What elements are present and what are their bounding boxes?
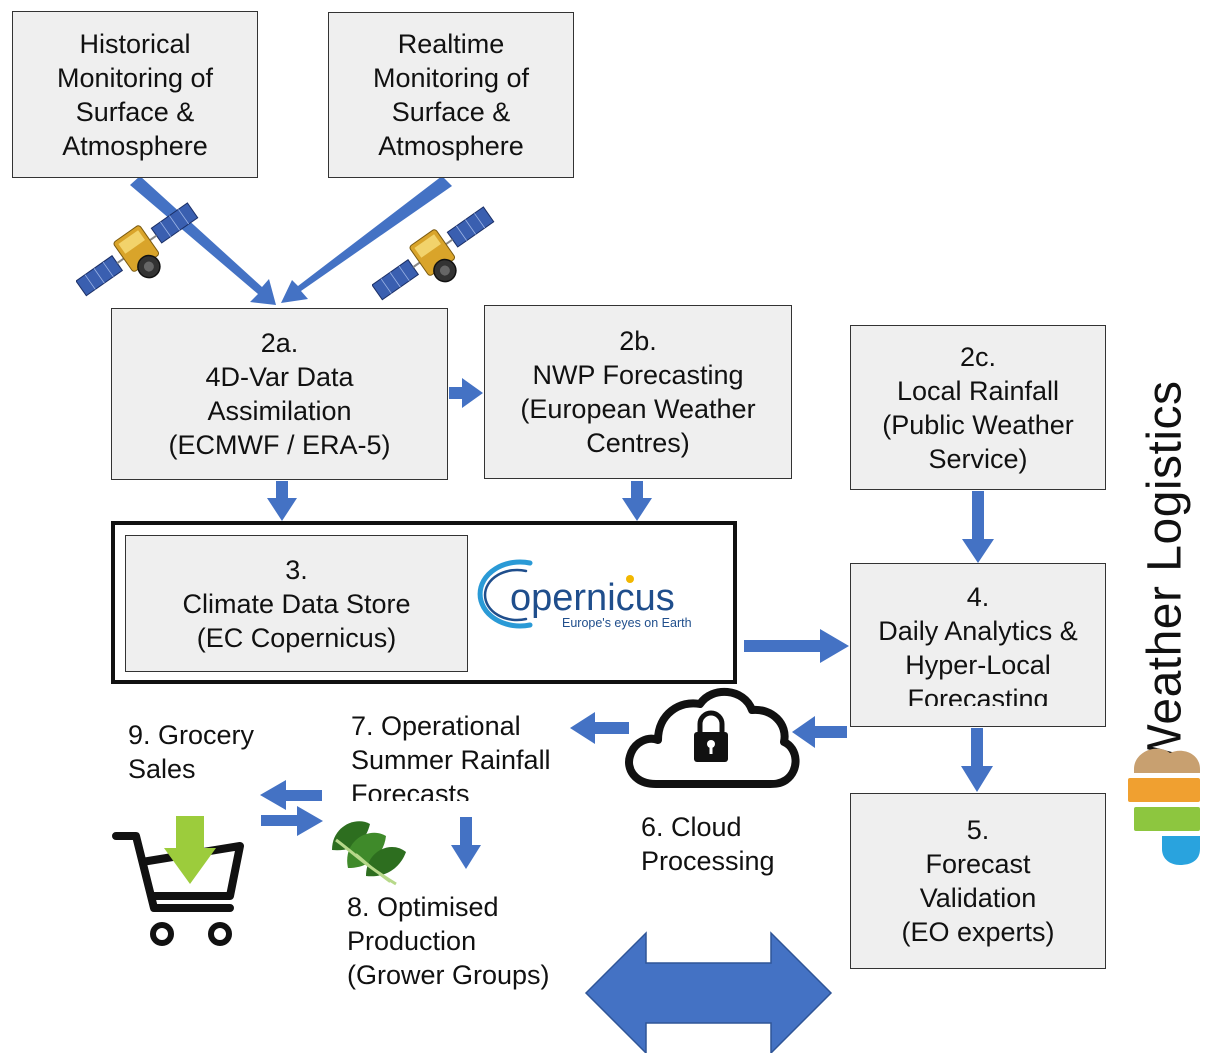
arrow-cloud-to-7 [570,712,629,744]
box-line: Climate Data Store [182,588,411,619]
box-line: (EC Copernicus) [196,622,397,653]
arrow-2b-to-3 [622,481,652,521]
box-line: 4D-Var Data [205,362,354,392]
box-line: Surface & [391,97,511,127]
label-line: 9. Grocery [128,720,255,750]
box-line: NWP Forecasting [532,360,744,390]
label-line: Forecasts [351,779,470,801]
copernicus-tagline: Europe's eyes on Earth [562,616,692,630]
cloud-lock-icon [625,687,800,788]
weather-logistics-wordmark: Weather Logistics [1138,380,1192,770]
box-2b-nwp-forecasting: 2b. NWP Forecasting (European Weather Ce… [484,305,792,479]
box-line: Daily Analytics & [878,616,1078,646]
box-historical-monitoring: Historical Monitoring of Surface & Atmos… [12,11,258,178]
box-line: Centres) [586,428,690,458]
label-line: Summer Rainfall [351,745,551,775]
box-line: Assimilation [207,396,352,426]
box-line: (ECMWF / ERA-5) [168,430,391,460]
box-line: Surface & [75,96,195,127]
box-5-forecast-validation: 5. Forecast Validation (EO experts) [850,793,1106,969]
label-7-operational-forecasts: 7. Operational Summer Rainfall Forecasts [351,709,551,801]
arrow-4-to-5 [961,728,993,792]
arrow-4-to-cloud [792,716,847,748]
box-line: 2b. [619,326,657,356]
label-line: 6. Cloud [641,812,742,842]
label-line: 8. Optimised [347,892,499,922]
satellite-icon [76,202,199,297]
box-line: Monitoring of [372,63,530,93]
arrow-8-to-9 [260,780,322,810]
weather-logistics-logo [1128,748,1200,865]
label-6-cloud-processing: 6. Cloud Processing [641,810,775,878]
box-line: 2c. [959,341,997,372]
box-2c-local-rainfall: 2c. Local Rainfall (Public Weather Servi… [850,325,1106,490]
arrow-2a-to-3 [267,481,297,521]
box-line: 3. [285,554,308,585]
arrow-9-to-8 [261,806,323,836]
box-line: 4. [966,582,990,612]
box-line: Historical [79,28,191,59]
box-line: Realtime [397,29,505,59]
arrow-2a-to-2b [449,378,483,408]
label-9-grocery-sales: 9. Grocery Sales [128,718,254,786]
box-line: (Public Weather [882,409,1074,440]
box-line: Hyper-Local [905,650,1051,680]
arrow-2c-to-4 [962,491,994,563]
box-line: Forecasting [907,684,1049,706]
label-line: Production [347,926,477,956]
arrow-7-to-8 [451,817,481,869]
box-line: Atmosphere [62,130,208,161]
spinach-icon [332,821,406,886]
shopping-cart-icon [112,816,244,946]
box-line: 5. [966,815,990,845]
label-line: (Grower Groups) [347,960,550,990]
box-line: Atmosphere [378,131,524,161]
box-line: Service) [928,443,1028,474]
double-headed-arrow [584,931,833,1053]
arrow-3-to-4 [744,629,849,663]
label-line: 7. Operational [351,711,521,741]
box-line: Forecast [925,849,1031,879]
arrow-realtime-to-2a [281,176,452,303]
label-8-optimised-production: 8. Optimised Production (Grower Groups) [347,890,550,992]
box-line: (EO experts) [901,917,1055,947]
label-line: Sales [128,754,196,784]
box-line: Local Rainfall [896,375,1060,406]
box-line: Validation [919,883,1037,913]
satellite-icon [372,206,495,301]
label-line: Processing [641,846,775,876]
arrow-historical-to-2a [130,176,276,305]
copernicus-wordmark: opernicus [510,577,675,619]
box-3-climate-data-store: 3. Climate Data Store (EC Copernicus) [125,535,468,672]
box-2a-data-assimilation: 2a. 4D-Var Data Assimilation (ECMWF / ER… [111,308,448,480]
box-line: Monitoring of [56,62,214,93]
box-4-daily-analytics: 4. Daily Analytics & Hyper-Local Forecas… [850,563,1106,727]
box-realtime-monitoring: Realtime Monitoring of Surface & Atmosph… [328,12,574,178]
box-line: 2a. [260,328,299,358]
copernicus-logo: opernicus Europe's eyes on Earth [477,559,692,630]
box-line: (European Weather [520,394,756,424]
